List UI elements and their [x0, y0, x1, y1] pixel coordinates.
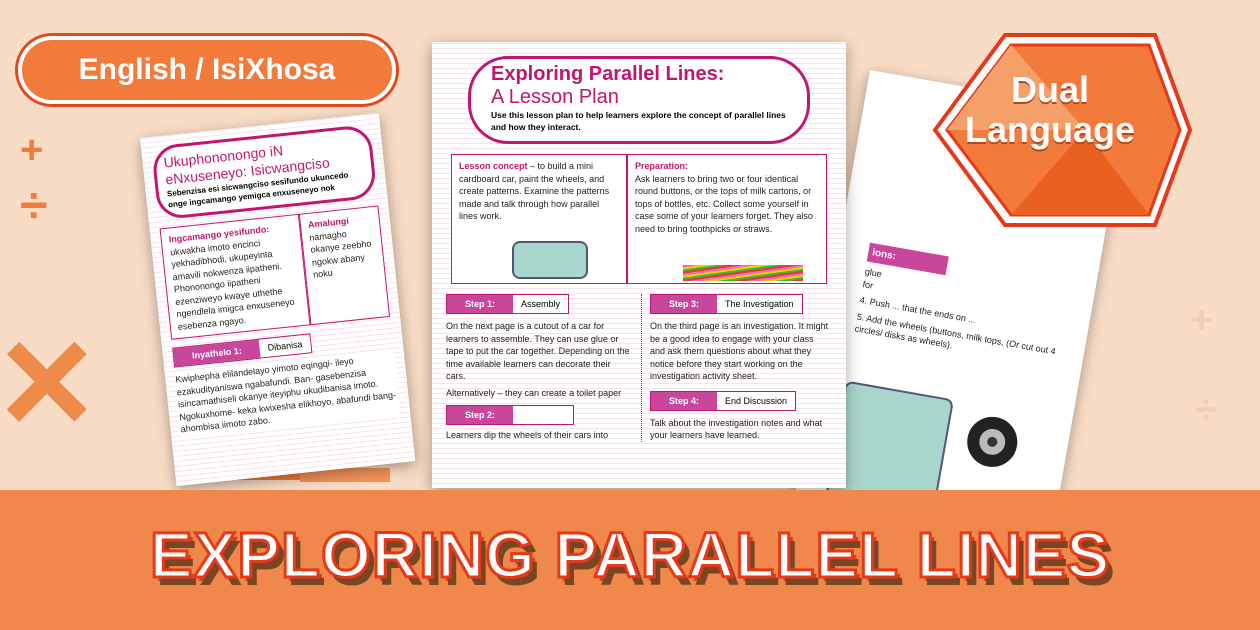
- doc-title: Exploring Parallel Lines:: [491, 63, 725, 85]
- plus-icon: +: [20, 128, 44, 172]
- english-lesson-page: Exploring Parallel Lines: A Lesson Plan …: [432, 42, 846, 488]
- step-4-number: Step 4:: [651, 391, 718, 410]
- badge-line-2: Language: [964, 109, 1135, 150]
- divide-icon: ÷: [1195, 388, 1217, 432]
- language-pill-text: English / IsiXhosa: [78, 53, 336, 86]
- diamond-badge-shape: [932, 33, 1193, 227]
- dual-language-badge: Dual Language: [905, 20, 1195, 240]
- step-3-number: Step 3:: [651, 295, 718, 313]
- step-1-label: Assembly: [513, 299, 569, 309]
- step-3-label: The Investigation: [717, 299, 802, 309]
- step-1-text: On the next page is a cutout of a car fo…: [446, 321, 630, 381]
- badge-line-1: Dual: [1010, 69, 1089, 110]
- step-3-text: On the third page is an investigation. I…: [650, 321, 829, 381]
- concept-text: – to build a mini cardboard car, paint t…: [459, 161, 610, 221]
- title-banner: [0, 490, 1260, 630]
- doc-intro: Use this lesson plan to help learners ex…: [491, 110, 786, 132]
- divide-icon: ÷: [20, 177, 48, 233]
- prep-text: Ask learners to bring two or four identi…: [635, 173, 813, 234]
- step-4-text: Talk about the investigation notes and w…: [650, 417, 823, 441]
- doc-subtitle: A Lesson Plan: [491, 86, 619, 108]
- plus-icon: +: [1190, 298, 1214, 342]
- banner-title: EXPLORING PARALLEL LINES: [148, 518, 1111, 593]
- step-1-text-2: Alternatively – they can create a toilet…: [446, 387, 622, 398]
- wheel-image: [963, 412, 1022, 471]
- language-pill: English / IsiXhosa: [18, 36, 396, 104]
- left-step-number: Inyathelo 1:: [173, 339, 261, 367]
- isixhosa-lesson-page: Ukuphononongo iN eNxuseneyo: Isicwangcis…: [140, 112, 416, 487]
- step-2-text: Learners dip the wheels of their cars in…: [446, 430, 609, 440]
- step-1-number: Step 1:: [447, 295, 514, 313]
- step-2-number: Step 2:: [447, 406, 514, 424]
- prep-label: Preparation:: [635, 161, 689, 171]
- equals-shape: [300, 468, 390, 482]
- multiply-icon: ×: [0, 290, 94, 469]
- left-step-label: Dibanisa: [259, 338, 311, 354]
- step-2-label: [513, 410, 574, 420]
- concept-label: Lesson concept: [459, 161, 528, 171]
- toy-car-image: [512, 241, 588, 279]
- left-prep-text: namagho okanye zeebho ngokw abany noku: [308, 228, 372, 280]
- left-concept-text: ukwakha imoto encinci yekhadibhodi, ukup…: [169, 237, 296, 332]
- toothpicks-image: [683, 265, 803, 281]
- step-4-label: End Discussion: [717, 395, 796, 406]
